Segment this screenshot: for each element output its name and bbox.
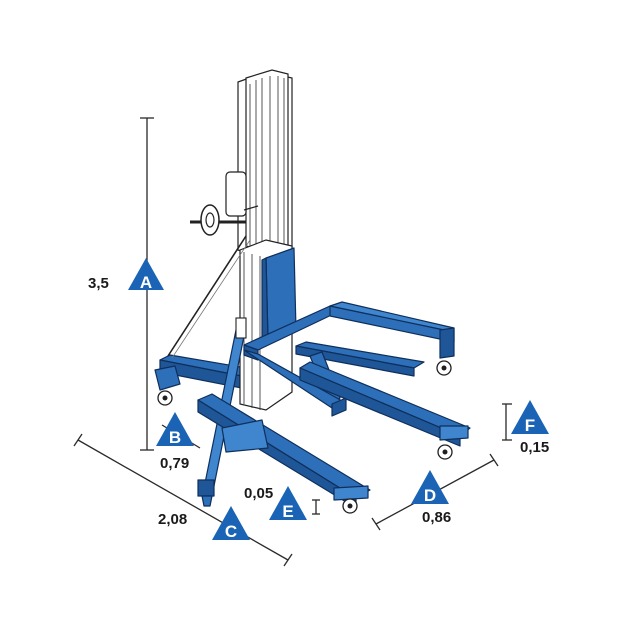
badge-d-letter: D	[424, 486, 436, 505]
badge-f-letter: F	[525, 416, 535, 435]
badge-c-letter: C	[225, 522, 237, 541]
badge-d: D	[411, 470, 449, 505]
dim-f-value: 0,15	[520, 439, 549, 456]
outrigger-foot	[197, 479, 215, 507]
front-right-leg	[299, 361, 471, 460]
badge-a: A	[128, 258, 164, 292]
badge-b: B	[156, 412, 194, 447]
badge-f: F	[511, 400, 549, 435]
dim-line-c	[77, 439, 289, 561]
dim-a-value: 3,5	[88, 275, 109, 292]
winch	[190, 171, 259, 236]
material-lift-illustration	[154, 69, 471, 514]
dim-b-value: 0,79	[160, 455, 189, 472]
dim-d-value: 0,86	[422, 509, 451, 526]
badge-b-letter: B	[169, 428, 181, 447]
badge-c: C	[212, 506, 250, 541]
badge-e: E	[269, 486, 307, 521]
badge-a-letter: A	[140, 273, 152, 292]
badge-e-letter: E	[282, 502, 293, 521]
front-left-leg	[197, 393, 371, 514]
dim-e-value: 0,05	[244, 485, 273, 502]
dim-c-value: 2,08	[158, 511, 187, 528]
forks	[243, 301, 455, 417]
